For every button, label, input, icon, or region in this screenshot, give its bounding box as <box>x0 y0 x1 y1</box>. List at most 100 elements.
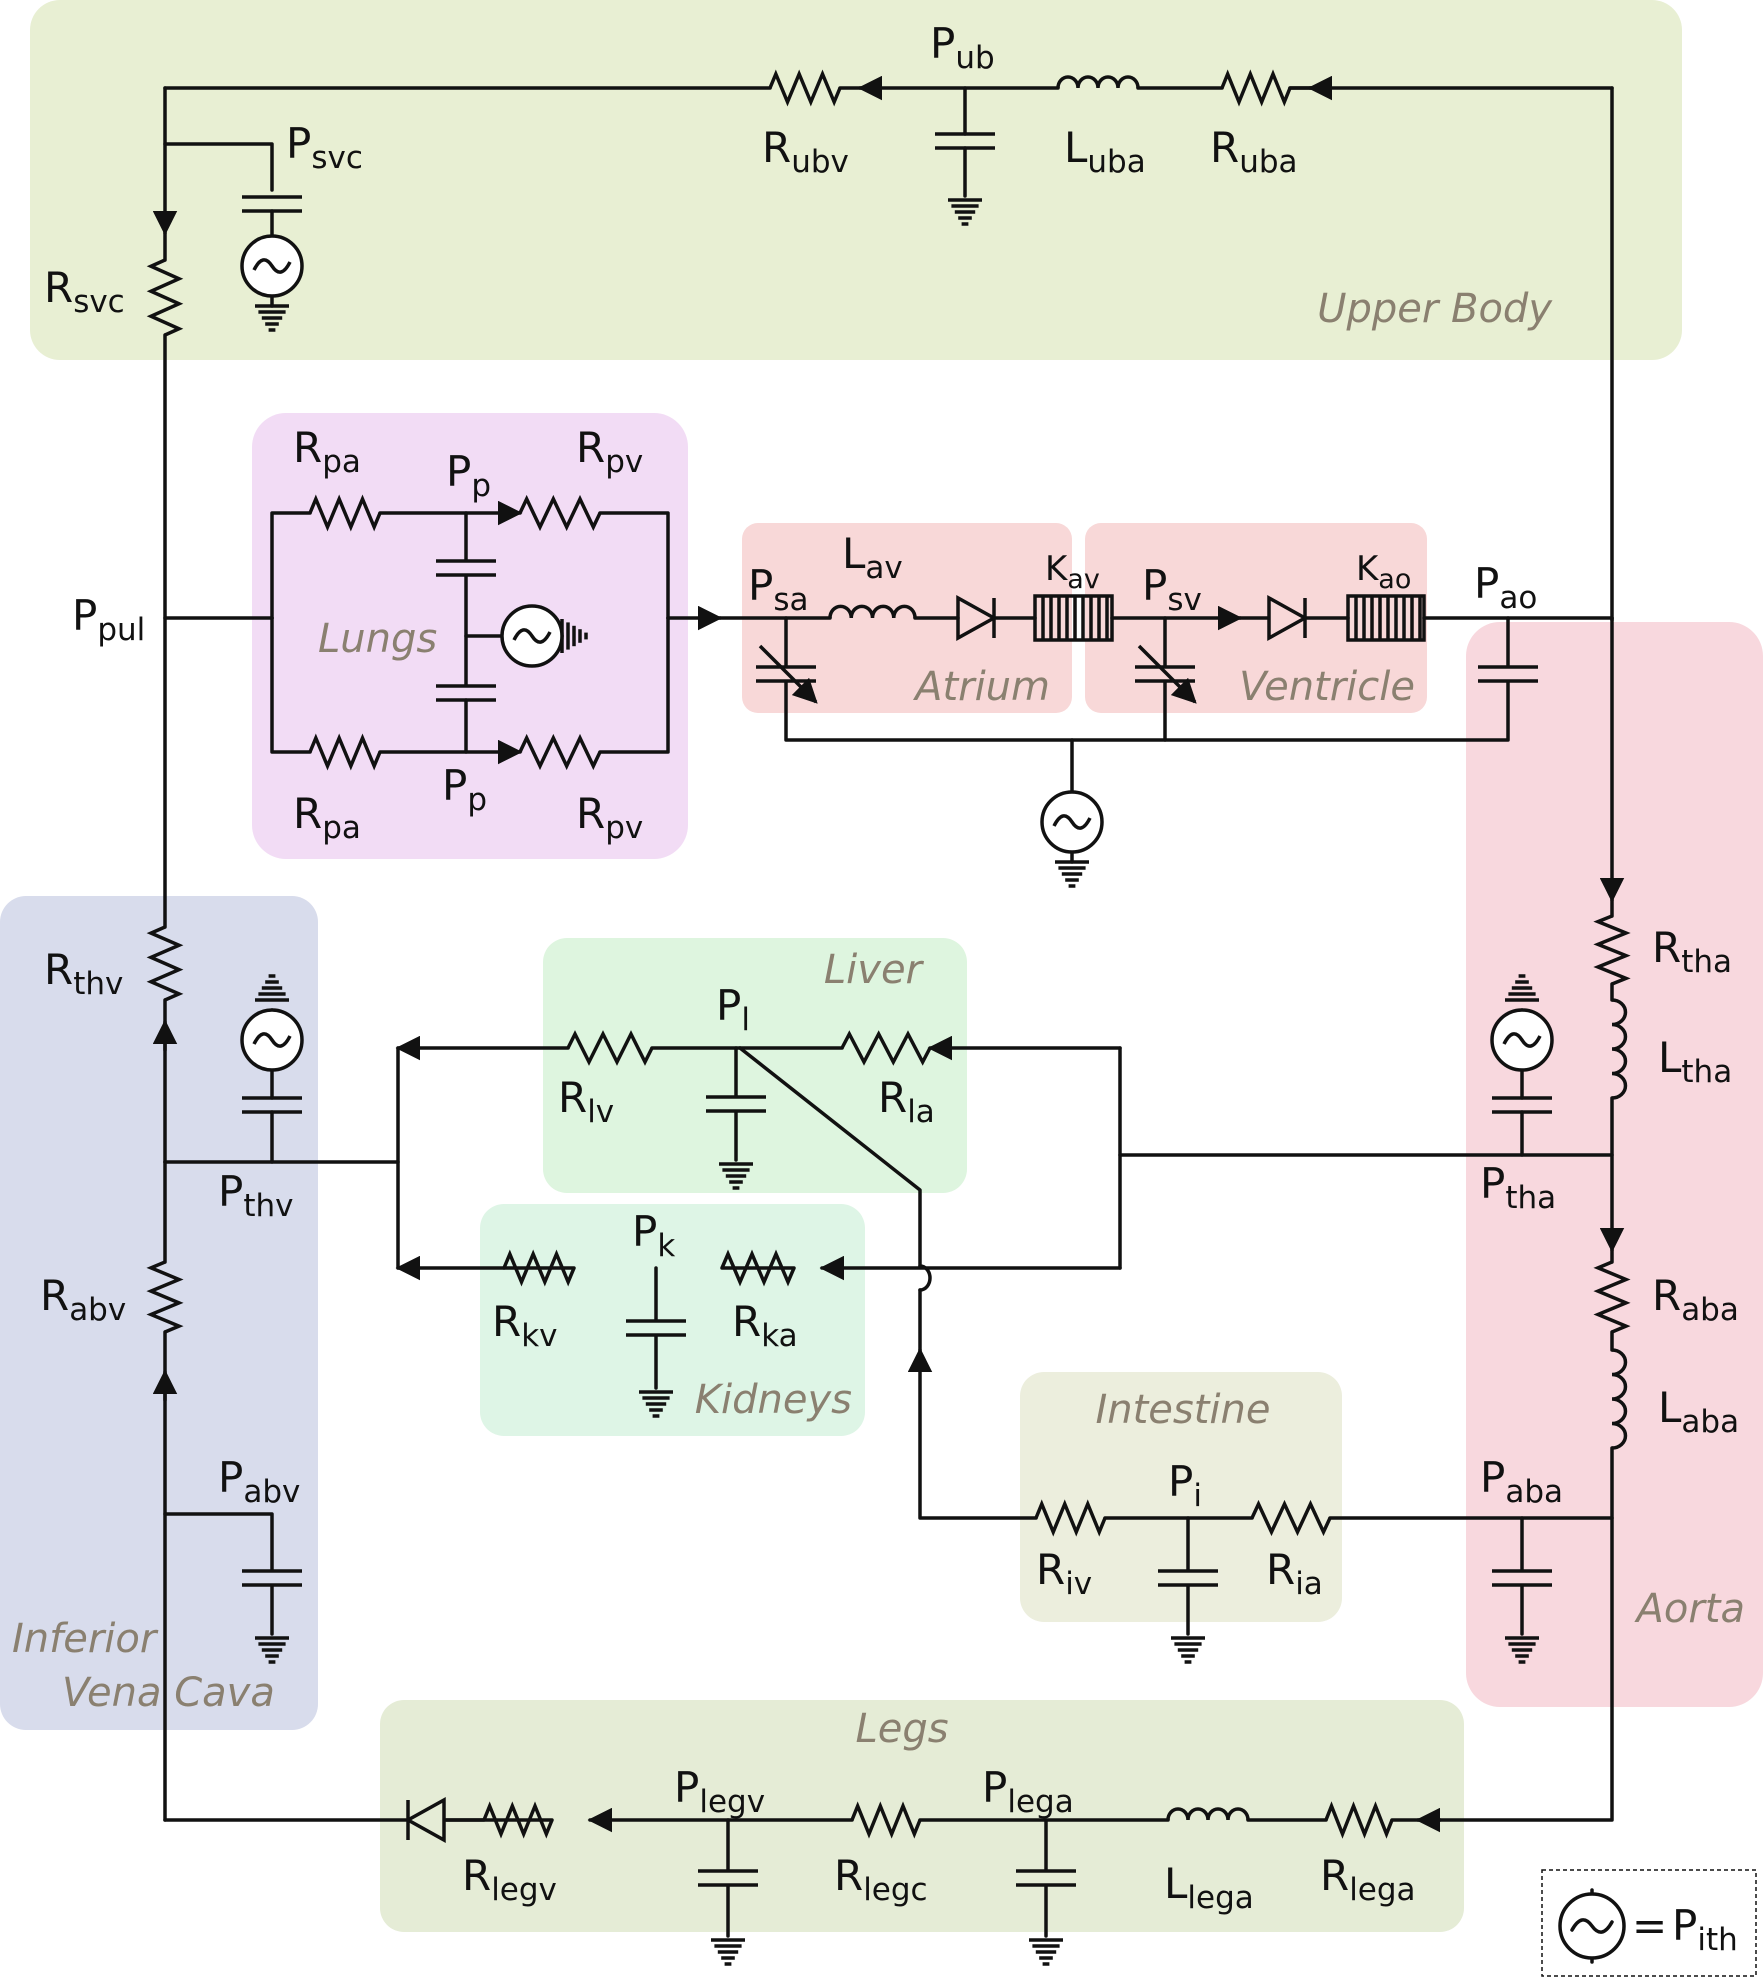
pressure-source-icon-lungs <box>500 604 564 668</box>
capacitor-liver <box>706 1095 766 1113</box>
valve-body <box>1346 594 1426 642</box>
capacitor-lega <box>1016 1869 1076 1887</box>
wire <box>270 511 312 620</box>
circuit-wires <box>152 75 1625 1938</box>
label-k-av: Kav <box>1045 549 1100 595</box>
label-r-legv: Rlegv <box>462 1851 557 1908</box>
label-l-aba: Laba <box>1658 1383 1739 1440</box>
diode-triangle <box>404 1797 446 1843</box>
ground-icon-intestine <box>1171 1636 1205 1664</box>
label-r-la: Rla <box>878 1073 935 1130</box>
capacitor-aba <box>1492 1569 1552 1587</box>
region-intestine-bg <box>1020 1372 1342 1622</box>
label-r-lega: Rlega <box>1320 1851 1416 1908</box>
legend-source-icon <box>1558 1888 1626 1964</box>
resistor-path <box>1593 1260 1631 1334</box>
resistor-path <box>308 494 382 532</box>
resistor-r-svc <box>146 258 184 337</box>
legend-box: = Pith <box>1541 1869 1757 1977</box>
capacitor-thv <box>242 1096 302 1114</box>
diode-legs <box>404 1797 446 1843</box>
inductor-path <box>828 604 917 619</box>
resistor-path <box>146 258 184 337</box>
inductor-l-tha <box>1611 998 1628 1100</box>
wire <box>907 1347 1038 1520</box>
ground-icon-heart <box>1055 860 1089 888</box>
ground-icon-tha <box>1505 974 1539 1002</box>
resistor-r-tha <box>1593 914 1631 986</box>
valve-k-av <box>1033 594 1114 642</box>
wire <box>163 142 274 192</box>
resistor-path <box>308 733 382 771</box>
variable-capacitor-ventricle <box>1135 644 1197 704</box>
source-wave <box>1502 1032 1542 1048</box>
region-liver-bg <box>543 938 967 1193</box>
wire <box>784 680 1510 742</box>
wire <box>738 1046 922 1268</box>
label-p-k: Pk <box>632 1207 675 1264</box>
inductor-path <box>1056 75 1140 89</box>
region-label-ventricle: Ventricle <box>1239 664 1415 710</box>
label-r-ia: Ria <box>1266 1545 1323 1602</box>
resistor-path <box>1034 1499 1107 1537</box>
resistor-r-thv <box>146 925 184 1002</box>
wire <box>598 616 670 754</box>
pressure-source-icon-thv <box>240 1008 304 1072</box>
resistor-path <box>850 1801 922 1839</box>
label-l-tha: Ltha <box>1658 1033 1732 1090</box>
label-p-lega: Plega <box>982 1763 1074 1820</box>
resistor-path <box>518 494 602 532</box>
label-r-thv: Rthv <box>44 945 123 1002</box>
label-p-sv: Psv <box>1142 561 1202 618</box>
region-label-aorta: Aorta <box>1634 1586 1745 1632</box>
label-p-i: Pi <box>1168 1457 1202 1514</box>
resistor-r-aba <box>1593 1260 1631 1334</box>
wire <box>163 1512 274 1572</box>
label-p-abv: Pabv <box>218 1453 300 1510</box>
label-p-p-bot: Pp <box>442 761 487 818</box>
label-l-lega: Llega <box>1164 1859 1254 1916</box>
label-k-ao: Kao <box>1356 549 1411 595</box>
label-r-ubv: Rubv <box>762 123 849 180</box>
label-r-iv: Riv <box>1036 1545 1092 1602</box>
resistor-r-abv <box>146 1260 184 1334</box>
diode-atrium <box>956 595 998 641</box>
resistor-path <box>840 1030 932 1066</box>
diode-triangle <box>956 595 998 641</box>
label-p-sa: Psa <box>748 561 808 618</box>
capacitor-intestine <box>1158 1569 1218 1587</box>
label-p-pul: Ppul <box>72 591 145 648</box>
source-wave <box>1052 814 1092 830</box>
ground-icon-liver <box>719 1162 753 1190</box>
resistor-path <box>720 1249 796 1287</box>
label-l-uba: Luba <box>1064 123 1146 180</box>
region-label-lungs: Lungs <box>318 616 437 662</box>
capacitor-abv <box>242 1569 302 1587</box>
label-p-thv: Pthv <box>218 1167 293 1224</box>
region-label-atrium: Atrium <box>912 664 1050 710</box>
ground-icon-svc <box>255 304 289 332</box>
region-label-liver: Liver <box>824 947 925 993</box>
label-p-p-top: Pp <box>446 447 491 504</box>
capacitor-legv <box>698 1869 758 1887</box>
pressure-source-icon-tha <box>1490 1008 1554 1072</box>
label-r-tha: Rtha <box>1652 923 1732 980</box>
resistor-r-iv <box>1034 1499 1107 1537</box>
wire <box>598 511 670 620</box>
diode-ventricle <box>1267 595 1309 641</box>
resistor-r-pa-top <box>308 494 382 532</box>
ground-icon-lega <box>1029 1938 1063 1966</box>
label-r-aba: Raba <box>1652 1271 1739 1328</box>
label-r-legc: Rlegc <box>834 1851 928 1908</box>
label-r-ka: Rka <box>732 1297 798 1354</box>
region-label-ivc-line2: Vena Cava <box>62 1670 275 1716</box>
source-wave <box>252 258 292 274</box>
resistor-r-ka <box>720 1249 796 1287</box>
resistor-r-lega <box>1324 1801 1394 1839</box>
label-r-pv-bot: Rpv <box>576 789 643 846</box>
legend-p-ith: Pith <box>1672 1901 1738 1958</box>
region-legs-bg <box>380 1700 1464 1932</box>
region-label-intestine: Intestine <box>1095 1387 1270 1433</box>
label-r-svc: Rsvc <box>44 263 125 320</box>
valve-k-ao <box>1346 594 1426 642</box>
